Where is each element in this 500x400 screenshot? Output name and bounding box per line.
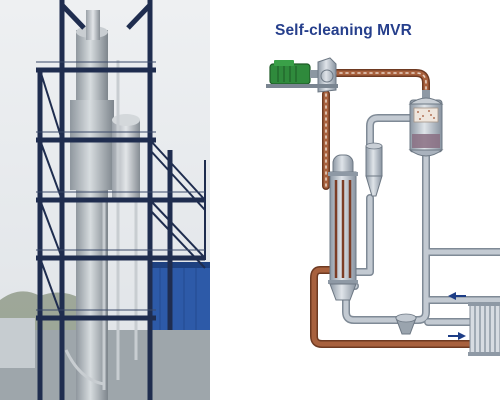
circulation-pump (395, 313, 417, 335)
arrow-left-icon (448, 292, 466, 300)
compressor-unit (266, 57, 338, 93)
photo-tank (0, 318, 35, 368)
brown-pipes (310, 69, 474, 348)
diagram-title: Self-cleaning MVR (275, 22, 412, 39)
gray-pipes (342, 114, 500, 326)
arrow-right-icon (448, 332, 466, 340)
separator-vessel (408, 90, 444, 157)
photo-top-vent (86, 10, 100, 40)
plate-heat-exchanger (468, 302, 500, 356)
evaporator-column (328, 154, 358, 301)
cyclone-separator (365, 142, 383, 197)
plant-photo (0, 0, 210, 400)
demister-icon (413, 107, 439, 123)
mvr-schematic (266, 57, 500, 356)
flow-arrows (448, 292, 466, 340)
photo-vessel-body (70, 100, 114, 190)
